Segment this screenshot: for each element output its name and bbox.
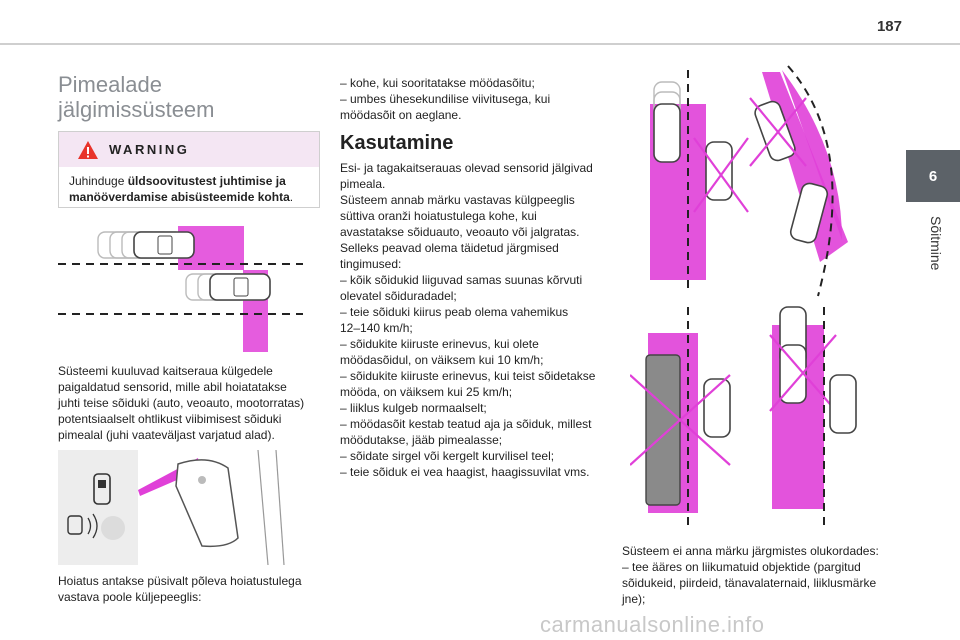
blind-spot-lanes-illustration	[58, 226, 303, 352]
page-number: 187	[876, 18, 902, 35]
blind-spot-icon	[67, 515, 83, 535]
warning-header: WARNING	[59, 132, 319, 167]
mirror-warning-illustration	[58, 450, 285, 565]
overtaking-list: – kohe, kui sooritatakse möödasõitu; – u…	[340, 76, 551, 122]
no-warning-conditions: Süsteem ei anna märku järgmistes olukord…	[622, 544, 879, 606]
stationary-object-illustration	[630, 306, 857, 527]
footer-watermark: carmanualsonline.info	[540, 612, 765, 637]
warning-description: Hoiatus antakse püsivalt põleva hoiatust…	[58, 574, 302, 604]
warning-text-bold: üldsoovitustest juhtimise ja manööverdam…	[69, 174, 290, 204]
chapter-label: Sõitmine	[928, 216, 944, 271]
header-rule	[0, 43, 960, 45]
chapter-tab[interactable]: 6	[906, 150, 960, 202]
section-heading-kasutamine: Kasutamine	[340, 132, 454, 154]
warning-text-pre: Juhinduge	[69, 174, 128, 188]
curve-scenarios-illustration	[650, 65, 848, 297]
mirror-warning-icon	[93, 473, 111, 505]
warning-box: WARNING Juhinduge üldsoovitustest juhtim…	[58, 131, 320, 208]
warning-title: WARNING	[109, 142, 190, 157]
page-title-line2: jälgimissüsteem	[58, 97, 215, 122]
intro-paragraph: Süsteemi kuuluvad kaitseraua külgedele p…	[58, 364, 305, 442]
warning-text-post: .	[289, 190, 294, 204]
page-title-line1: Pimealade	[58, 72, 162, 97]
warning-text: Juhinduge üldsoovitustest juhtimise ja m…	[59, 167, 319, 205]
usage-conditions: Esi- ja tagakaitserauas olevad sensorid …	[340, 161, 596, 479]
warning-icon	[78, 140, 98, 159]
